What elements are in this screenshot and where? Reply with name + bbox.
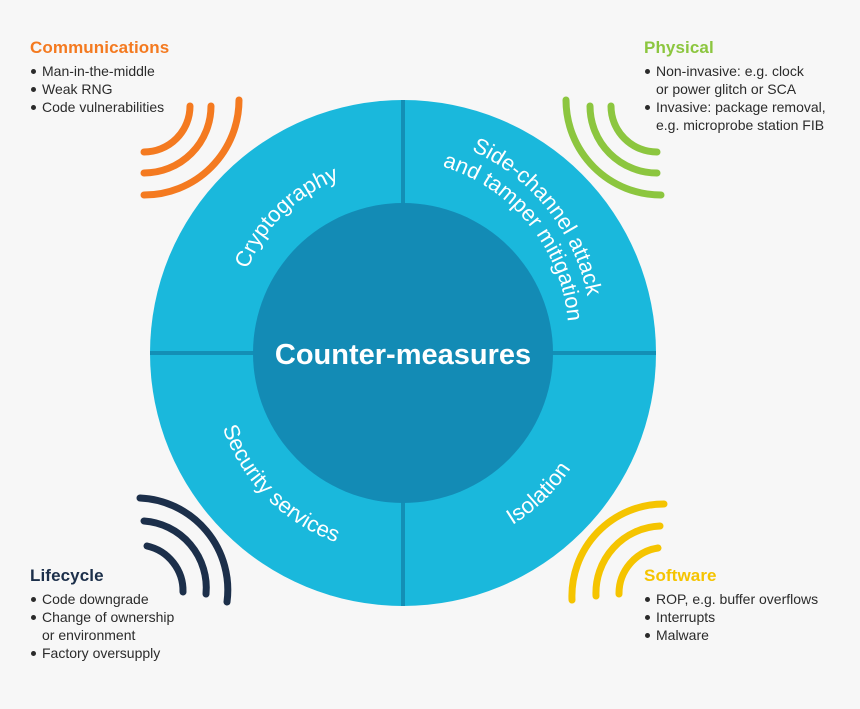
list-item: Code vulnerabilities [30,98,169,116]
list-item: e.g. microprobe station FIB [656,117,825,133]
software-signal-icon [568,500,668,604]
list-item: Malware [644,626,818,644]
threat-title-physical: Physical [644,38,714,57]
list-item: Invasive: package removal, [644,98,826,116]
threat-lifecycle: Lifecycle Code downgrade Change of owner… [30,566,174,662]
communications-signal-icon [140,96,243,199]
threat-title-lifecycle: Lifecycle [30,566,104,585]
list-item: Man-in-the-middle [30,62,169,80]
threat-communications: Communications Man-in-the-middle Weak RN… [30,38,169,116]
list-item: Change of ownership [30,608,174,626]
physical-signal-icon [562,96,665,199]
list-item: Code downgrade [30,590,174,608]
center-circle [253,203,553,503]
threat-list-communications: Man-in-the-middle Weak RNG Code vulnerab… [30,62,169,116]
lifecycle-signal-icon [136,494,232,606]
list-item: Factory oversupply [30,644,174,662]
threat-physical: Physical Non-invasive: e.g. clock or pow… [644,38,826,134]
list-item: Non-invasive: e.g. clock [644,62,826,80]
list-item: Weak RNG [30,80,169,98]
threat-title-software: Software [644,566,717,585]
threat-list-lifecycle: Code downgrade Change of ownership or en… [30,590,174,662]
threat-list-physical: Non-invasive: e.g. clock or power glitch… [644,62,826,134]
list-item: ROP, e.g. buffer overflows [644,590,818,608]
list-item: Interrupts [644,608,818,626]
list-item: or environment [42,627,136,643]
threat-title-communications: Communications [30,38,170,57]
threat-list-software: ROP, e.g. buffer overflows Interrupts Ma… [644,590,818,644]
list-item: or power glitch or SCA [656,81,797,97]
threat-software: Software ROP, e.g. buffer overflows Inte… [644,566,818,644]
center-label: Counter-measures [275,339,531,371]
